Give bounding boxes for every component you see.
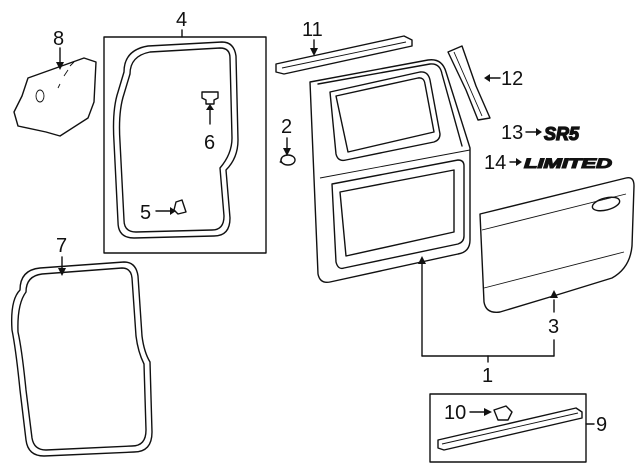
part-8-insulator (13, 47, 97, 137)
callout-3: 3 (548, 316, 559, 338)
part-9-group-box (429, 393, 595, 463)
part-4-group-box (103, 29, 267, 254)
limited-emblem-text: LIMITED (524, 155, 612, 171)
callout-8: 8 (53, 28, 64, 50)
part-11-moulding (275, 35, 413, 75)
callout-9: 9 (596, 414, 607, 436)
callout-6: 6 (204, 132, 215, 154)
sr5-emblem-text: SR5 (544, 124, 580, 144)
callout-2: 2 (281, 116, 292, 138)
part-13-sr5-emblem: SR5 (525, 123, 581, 145)
part-12-sash (447, 45, 501, 121)
callout-11: 11 (302, 19, 323, 41)
callout-5: 5 (140, 202, 151, 224)
part-2-plug (279, 137, 296, 166)
callout-7: 7 (56, 235, 67, 257)
callout-4: 4 (176, 9, 187, 31)
callout-1: 1 (482, 365, 493, 387)
callout-1-bracket (418, 256, 555, 363)
door-shell (309, 59, 471, 284)
callout-12: 12 (501, 68, 523, 90)
part-7-weatherstrip (10, 256, 153, 457)
callout-14: 14 (484, 152, 506, 174)
callout-13: 13 (501, 122, 523, 144)
part-3-outer-panel (479, 176, 635, 313)
callout-10: 10 (444, 402, 466, 424)
part-14-limited-emblem: LIMITED (509, 154, 613, 172)
